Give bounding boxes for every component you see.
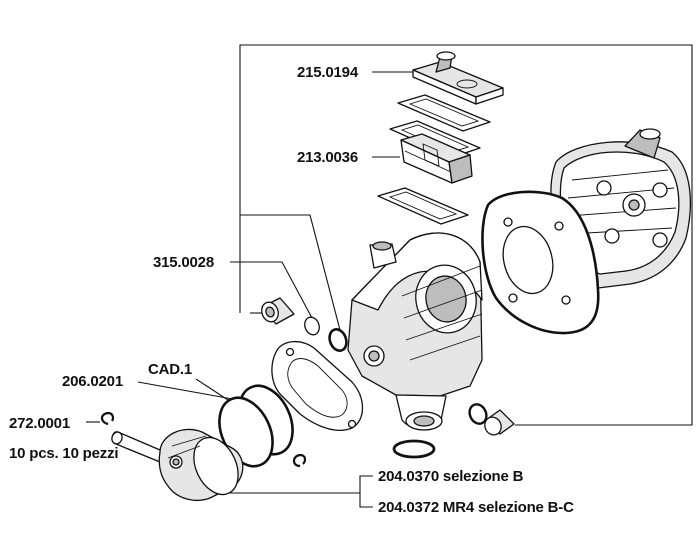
leader-lines — [86, 44, 693, 508]
label-circlip-quantity: 10 pcs. 10 pezzi — [9, 445, 118, 462]
leader-204-0372 — [359, 493, 373, 508]
label-204-0370: 204.0370 selezione B — [378, 468, 524, 485]
kit-frame-line — [239, 44, 693, 426]
circlip-left-part — [100, 411, 115, 426]
circlip-right-part — [292, 453, 307, 468]
label-204-0372: 204.0372 MR4 selezione B-C — [378, 499, 574, 516]
drain-plug-part — [484, 409, 515, 436]
cylinder-part — [347, 232, 483, 431]
reed-valve-part — [400, 133, 473, 184]
manifold-gasket-part — [397, 94, 491, 132]
leader-206-0201 — [137, 381, 239, 401]
label-cad-1: CAD.1 — [148, 361, 192, 378]
intake-manifold-part — [412, 51, 504, 105]
head-gasket-part — [481, 190, 600, 335]
label-272-0001: 272.0001 — [9, 415, 70, 432]
base-gasket-part — [271, 341, 364, 431]
leader-204-0370 — [204, 475, 373, 494]
leader-315-0028 — [230, 261, 313, 319]
reed-bottom-gasket-part — [377, 187, 469, 225]
exhaust-oring-part — [468, 403, 488, 425]
piston-rings-part — [218, 384, 294, 468]
leader-frame-to-oring — [240, 214, 341, 331]
label-206-0201: 206.0201 — [62, 373, 123, 390]
decompressor-parts — [261, 297, 348, 352]
part-labels: 215.0194 213.0036 315.0028 CAD.1 206.020… — [9, 64, 574, 516]
piston-part — [158, 428, 244, 501]
cylinder-base-oring-part — [392, 439, 436, 459]
label-315-0028: 315.0028 — [153, 254, 214, 271]
label-213-0036: 213.0036 — [297, 149, 358, 166]
label-215-0194: 215.0194 — [297, 64, 359, 81]
